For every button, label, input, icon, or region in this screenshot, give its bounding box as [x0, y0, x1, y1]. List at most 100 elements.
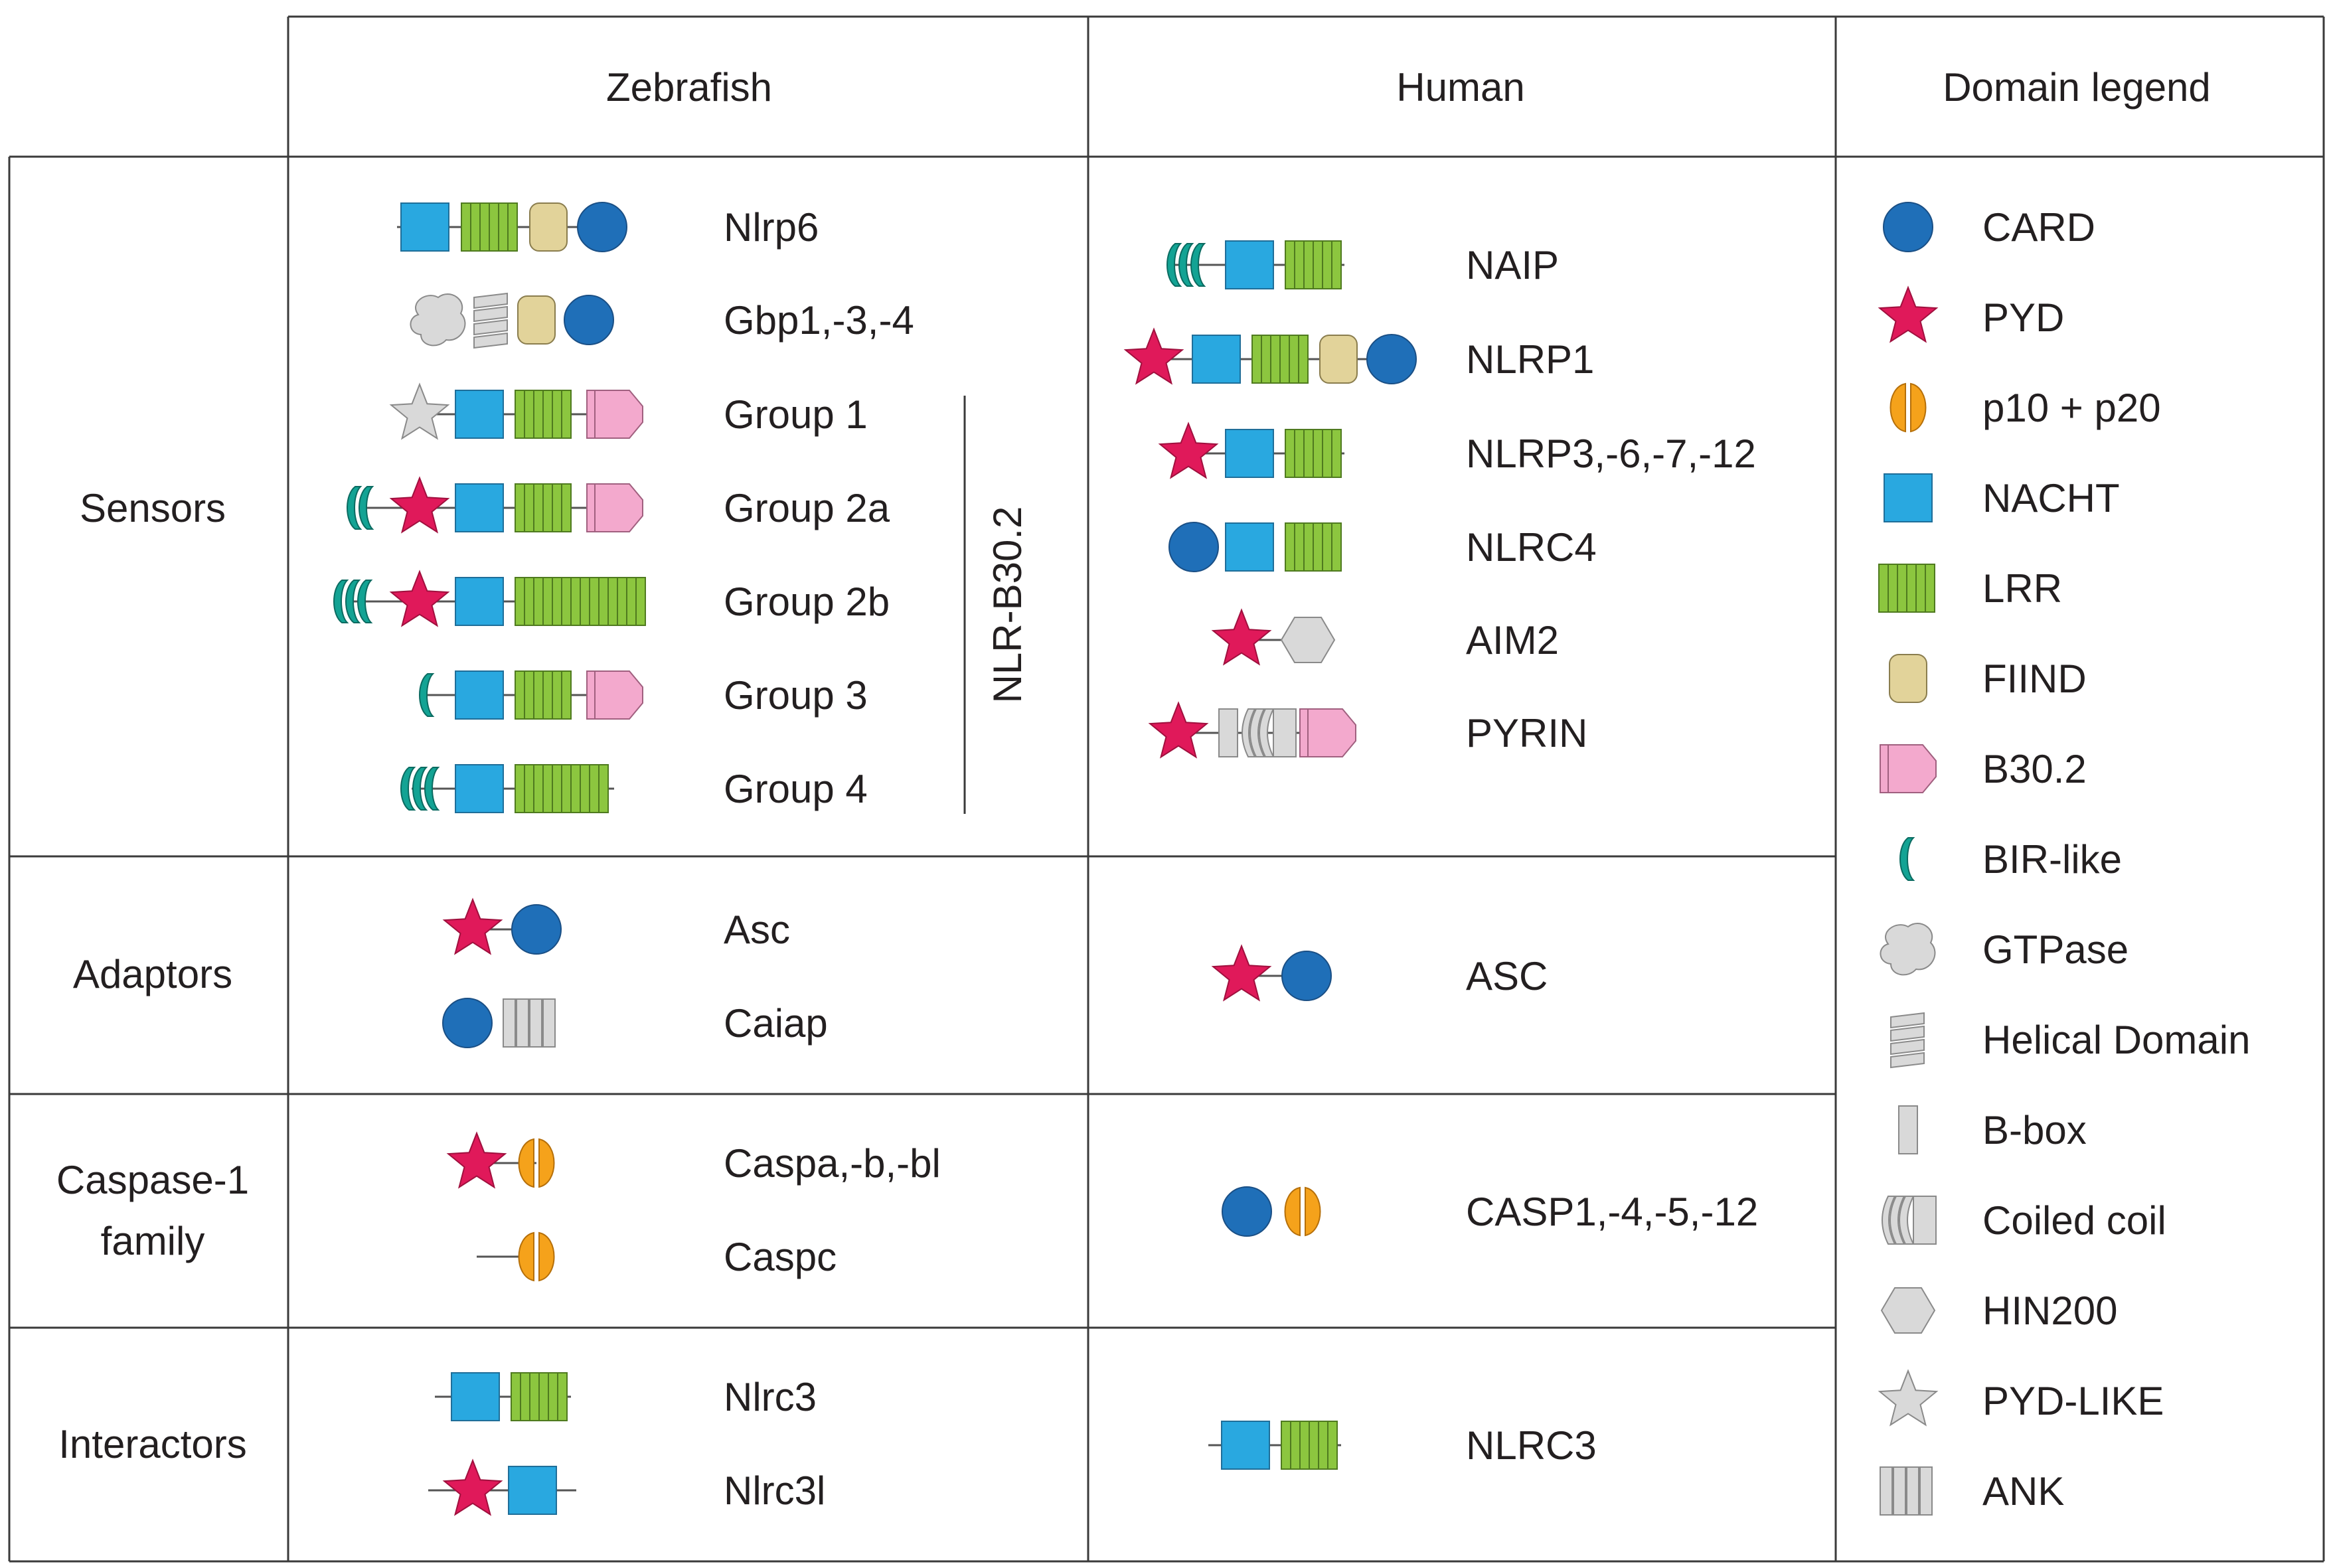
lrr-icon: [511, 1372, 568, 1421]
protein-label: Caiap: [724, 1001, 828, 1046]
protein-caspa-b-bl: Caspa,-b,-bl: [447, 1133, 941, 1188]
protein-naip: NAIP: [1166, 240, 1559, 289]
pyd-like-icon: [1879, 1370, 1937, 1426]
legend-label: BIR-like: [1982, 837, 2122, 882]
protein-nlrp1: NLRP1: [1125, 329, 1594, 384]
fiind-icon: [517, 295, 556, 345]
legend-item-b30-2: B30.2: [1880, 744, 2087, 793]
protein-asc-human: ASC: [1212, 945, 1548, 1001]
lrr-icon: [1285, 522, 1342, 572]
protein-label: Gbp1,-3,-4: [724, 298, 914, 343]
protein-label: Caspa,-b,-bl: [724, 1141, 941, 1186]
b30-2-icon: [586, 390, 643, 439]
legend-item-card: CARD: [1883, 202, 2095, 252]
nacht-icon: [1225, 522, 1274, 572]
protein-group-4: Group 4: [400, 764, 868, 813]
protein-label: Caspc: [724, 1235, 837, 1279]
protein-label: Group 4: [724, 767, 868, 811]
pyd-icon: [390, 571, 449, 627]
protein-label: Group 1: [724, 392, 868, 437]
nacht-icon: [1225, 240, 1274, 289]
protein-label: AIM2: [1466, 618, 1559, 663]
b-box-icon: [1218, 708, 1238, 757]
domain-legend: CARD PYD p10 + p20 NACHT LRR FIIND B30.2: [1878, 202, 2250, 1516]
legend-item-hin200: HIN200: [1881, 1287, 2117, 1334]
hin200-icon: [1281, 617, 1335, 663]
legend-label: B30.2: [1982, 747, 2087, 791]
protein-label: NAIP: [1466, 243, 1559, 287]
protein-nlrc3-human: NLRC3: [1208, 1421, 1597, 1470]
pyd-icon: [1125, 329, 1183, 384]
zebrafish-column: Nlrp6 Gbp1,-3,-4 Group 1: [333, 202, 941, 1516]
lrr-icon: [515, 670, 572, 720]
pyd-icon: [1212, 945, 1271, 1001]
legend-item-p10-p20: p10 + p20: [1889, 383, 2161, 432]
b-box-icon: [1898, 1105, 1918, 1154]
protein-casp1-4-5-12: CASP1,-4,-5,-12: [1222, 1186, 1758, 1237]
nacht-icon: [451, 1372, 500, 1421]
bir-like-icon: [1899, 837, 1914, 881]
pyd-icon: [390, 477, 449, 533]
row-label-caspase-1: Caspase-1: [56, 1158, 249, 1202]
lrr-icon: [515, 764, 609, 813]
b30-2-icon: [586, 483, 643, 532]
pyd-icon: [1159, 423, 1218, 479]
legend-label: Coiled coil: [1982, 1198, 2166, 1243]
protein-label: PYRIN: [1466, 711, 1587, 755]
legend-item-coiled-coil: Coiled coil: [1882, 1196, 2166, 1245]
b30-2-icon: [1880, 744, 1937, 793]
protein-label: ASC: [1466, 954, 1548, 998]
b30-2-icon: [586, 670, 643, 720]
protein-asc-zebrafish: Asc: [443, 899, 790, 955]
p10-p20-icon: [1889, 383, 1927, 432]
table-grid: [8, 15, 2325, 1563]
legend-label: PYD: [1982, 295, 2064, 340]
nacht-icon: [400, 202, 449, 252]
p10-p20-icon: [518, 1232, 555, 1281]
card-icon: [442, 998, 493, 1048]
fiind-icon: [1319, 335, 1358, 384]
fiind-icon: [529, 202, 568, 252]
legend-item-lrr: LRR: [1878, 564, 2062, 613]
legend-label: p10 + p20: [1982, 386, 2161, 430]
nacht-icon: [1192, 335, 1241, 384]
pyd-icon: [1149, 702, 1208, 758]
protein-group-2b: Group 2b: [333, 571, 890, 627]
legend-label: ANK: [1982, 1469, 2064, 1514]
nacht-icon: [455, 577, 504, 626]
protein-label: Group 2b: [724, 580, 890, 624]
protein-label: Nlrp6: [724, 205, 819, 250]
legend-item-pyd-like: PYD-LIKE: [1879, 1370, 2164, 1426]
protein-label: NLRC4: [1466, 525, 1597, 570]
helical-domain-icon: [473, 293, 508, 349]
helical-domain-icon: [1890, 1012, 1925, 1068]
protein-group-2a: Group 2a: [347, 477, 890, 533]
protein-label: Asc: [724, 907, 790, 952]
legend-label: PYD-LIKE: [1982, 1379, 2164, 1423]
card-icon: [577, 202, 627, 252]
protein-nlrp6: Nlrp6: [397, 202, 819, 252]
b30-2-icon: [1299, 708, 1356, 757]
legend-item-ank: ANK: [1880, 1466, 2064, 1516]
pyd-icon: [443, 1460, 502, 1516]
row-label-sensors: Sensors: [80, 486, 226, 530]
legend-item-fiind: FIIND: [1889, 654, 2087, 703]
nacht-icon: [1884, 473, 1933, 522]
lrr-icon: [1878, 564, 1935, 613]
bir-like-icon: [400, 767, 439, 811]
bir-like-icon: [333, 580, 372, 623]
nacht-icon: [508, 1466, 557, 1515]
pyd-icon: [1879, 287, 1937, 343]
protein-label: CASP1,-4,-5,-12: [1466, 1190, 1758, 1234]
nacht-icon: [455, 483, 504, 532]
protein-label: Group 3: [724, 673, 868, 718]
nacht-icon: [1221, 1421, 1270, 1470]
card-icon: [511, 904, 562, 955]
protein-caspc: Caspc: [477, 1232, 837, 1281]
header-domain-legend: Domain legend: [1943, 65, 2211, 110]
nacht-icon: [1225, 429, 1274, 478]
card-icon: [1366, 334, 1417, 384]
row-label-interactors: Interactors: [58, 1422, 246, 1466]
bir-like-icon: [1166, 243, 1205, 287]
